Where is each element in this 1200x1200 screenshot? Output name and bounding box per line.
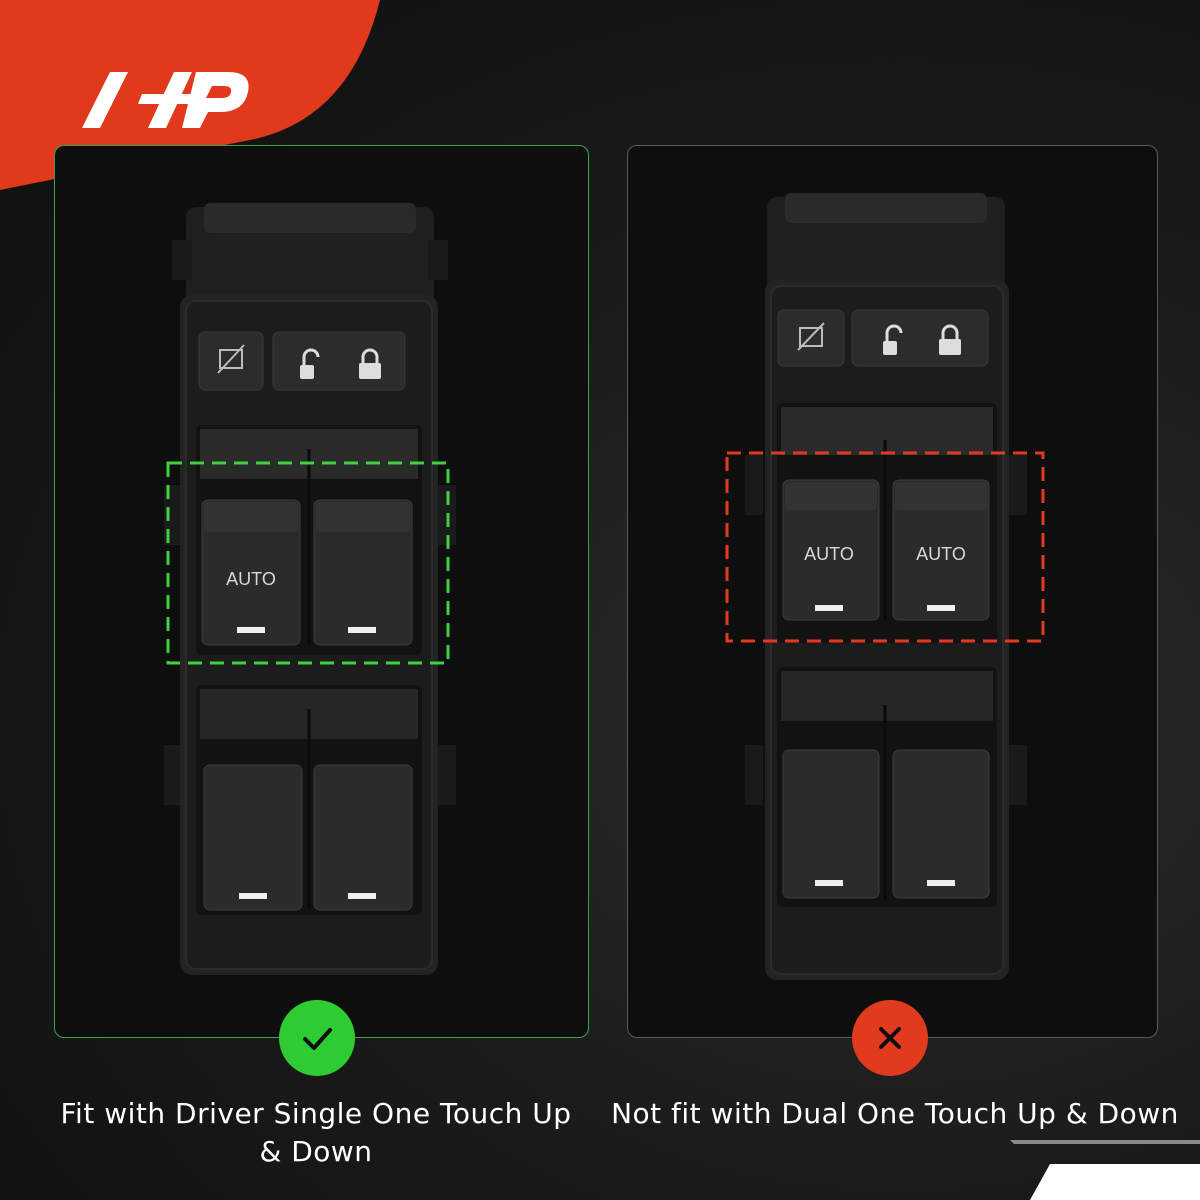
brand-logo-mark — [82, 72, 249, 128]
highlight-box — [725, 451, 1045, 643]
lock-icon — [939, 324, 961, 355]
fit-badge — [279, 1000, 355, 1076]
check-icon — [303, 1028, 332, 1050]
caption-fit: Fit with Driver Single One Touch Up & Do… — [60, 1097, 572, 1168]
window-lock-icon — [797, 322, 825, 351]
auto-label: AUTO — [804, 544, 854, 564]
unlock-icon — [300, 348, 320, 379]
not-fit-badge — [852, 1000, 928, 1076]
window-lock-icon — [217, 344, 245, 374]
auto-label: AUTO — [226, 569, 276, 589]
x-icon — [879, 1027, 901, 1049]
window-switch-fit: AUTO — [164, 203, 456, 975]
window-switch-not-fit: AUTO AUTO — [725, 193, 1045, 980]
brand-logo — [0, 0, 380, 190]
highlight-box — [166, 461, 450, 665]
caption-not-fit: Not fit with Dual One Touch Up & Down — [611, 1097, 1179, 1130]
auto-label: AUTO — [916, 544, 966, 564]
corner-decoration — [1010, 1140, 1200, 1200]
unlock-icon — [883, 324, 903, 355]
lock-icon — [359, 348, 381, 379]
